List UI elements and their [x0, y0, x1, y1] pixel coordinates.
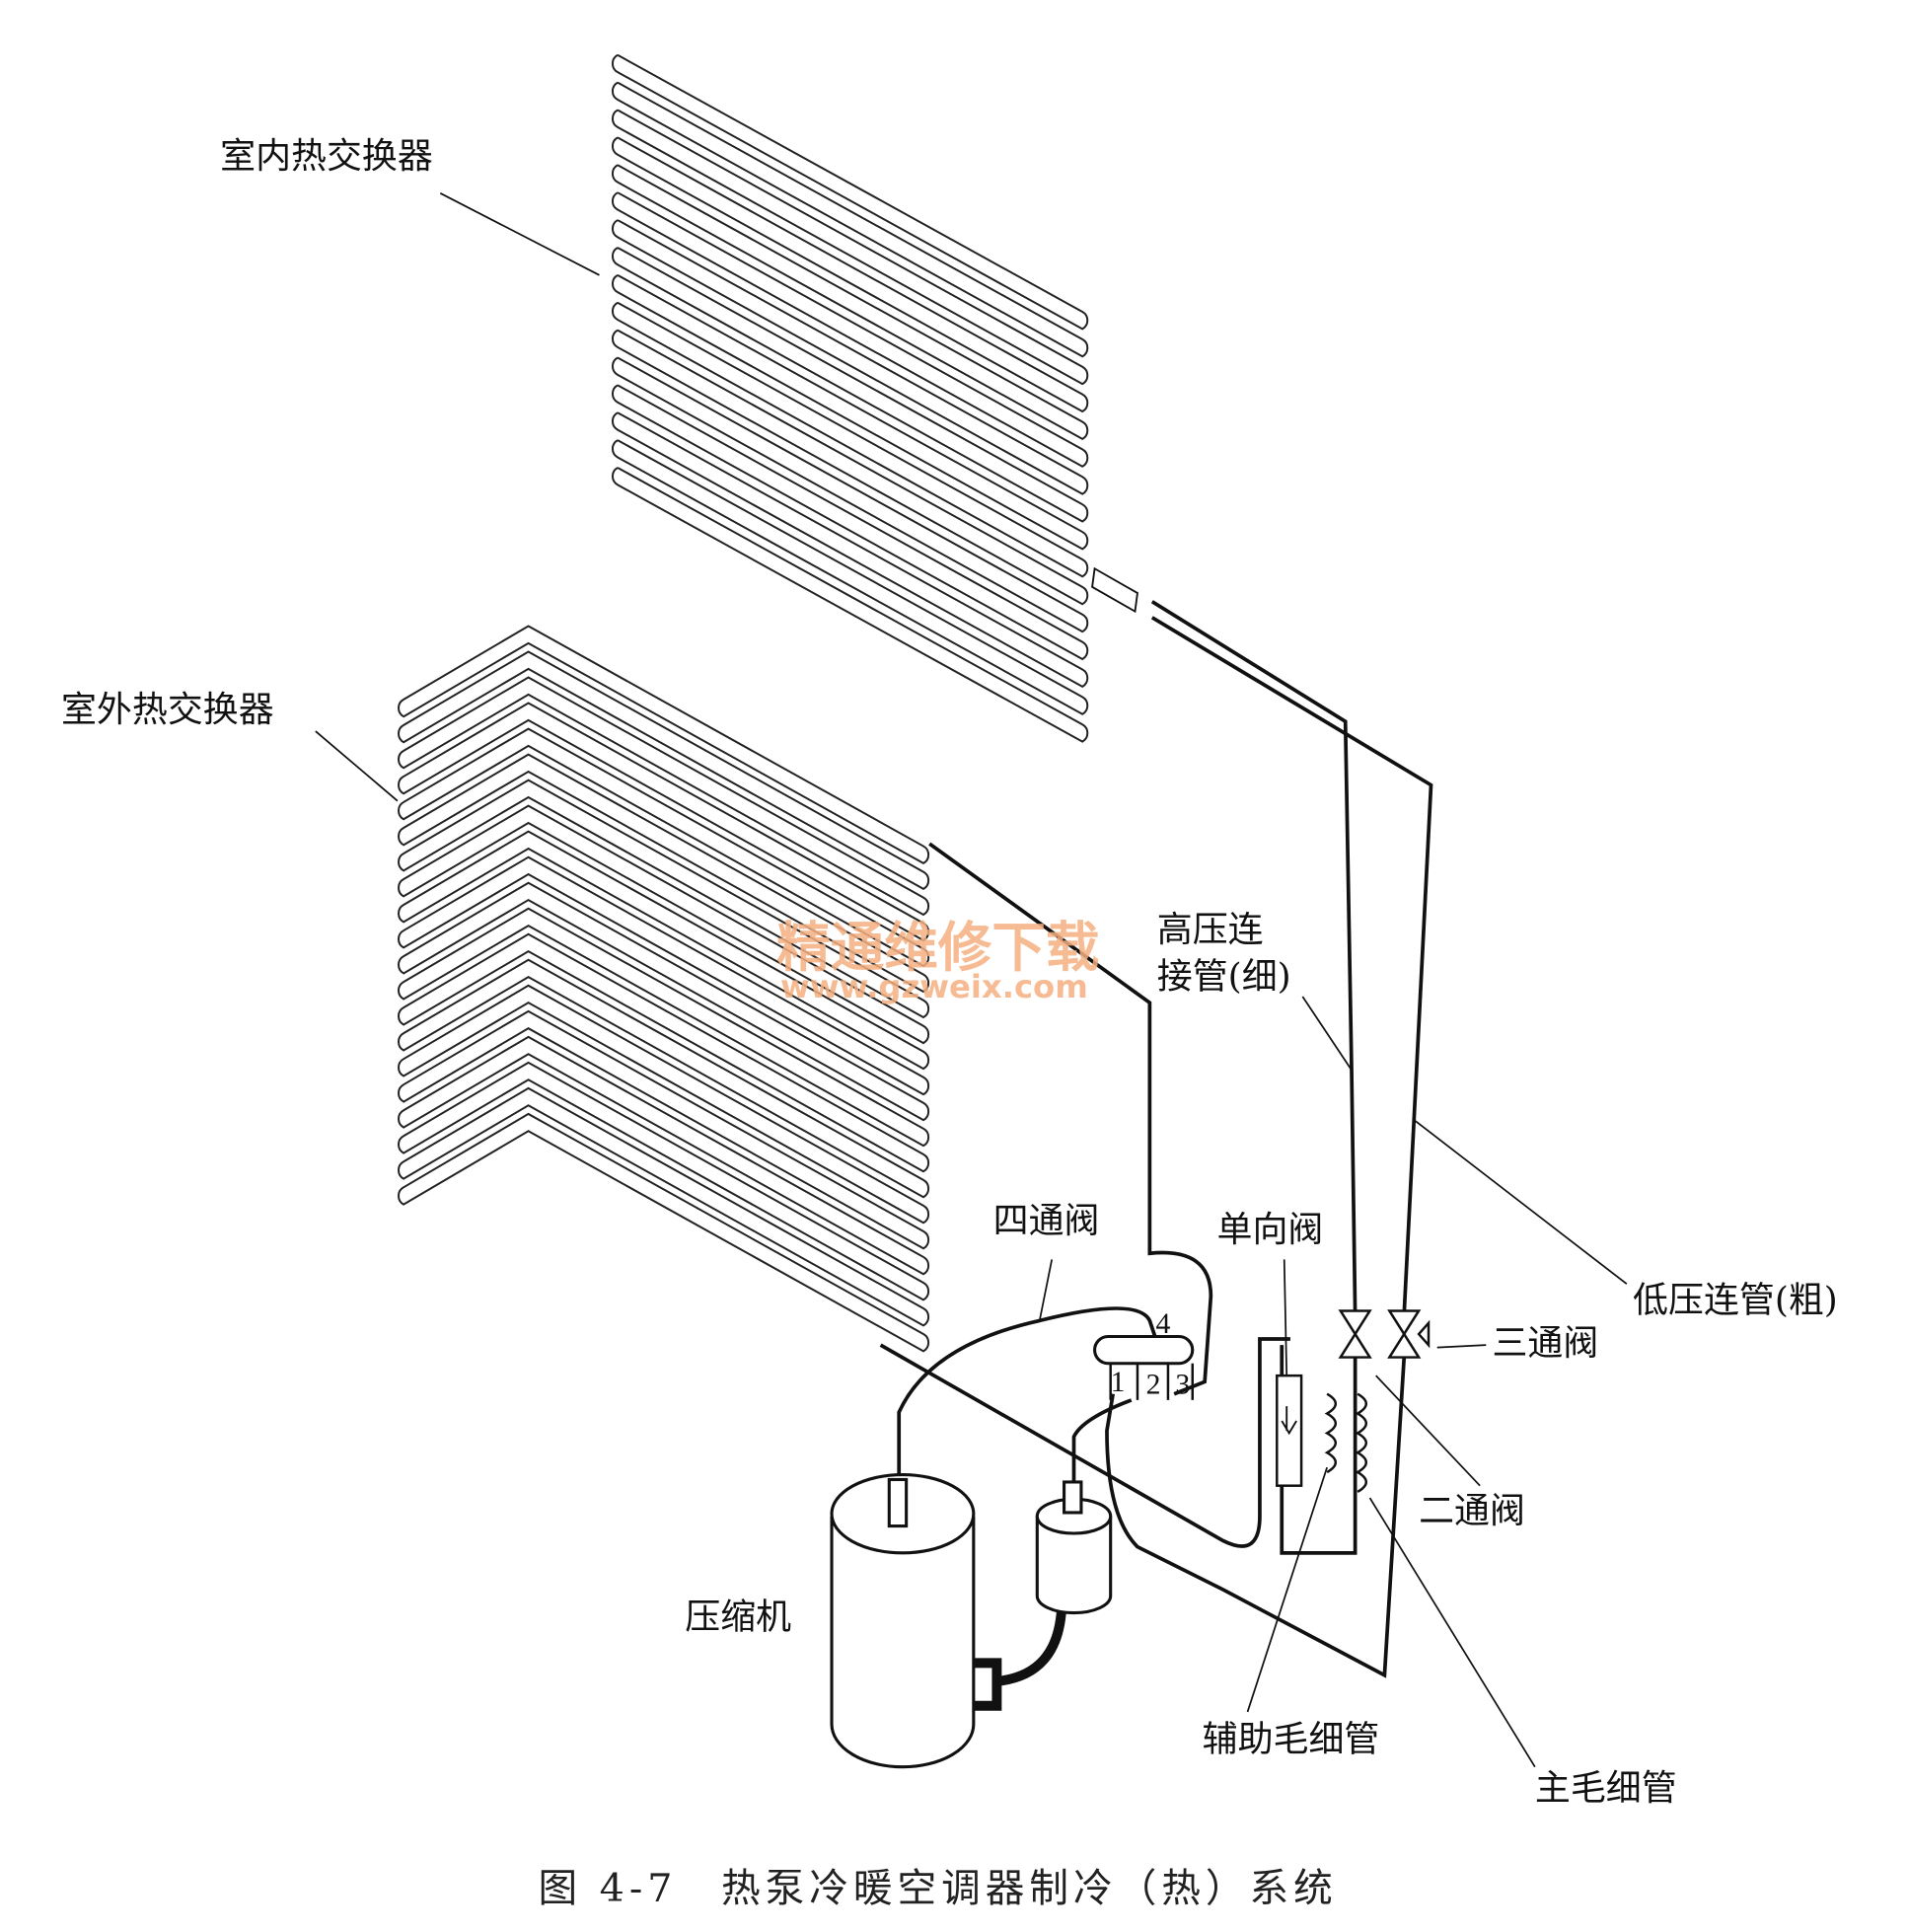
label-check-valve: 单向阀: [1217, 1210, 1324, 1250]
discharge-pipe: [897, 1306, 1158, 1480]
outdoor-bottom-pipe: [879, 1337, 1290, 1548]
indoor-coil-tube: [612, 109, 1089, 386]
indoor-coil-tube: [612, 301, 1089, 578]
outdoor-coil-tube: [398, 1086, 930, 1327]
three-way-valve-icon: [1387, 1309, 1431, 1359]
outdoor-coil-tube: [398, 1061, 930, 1301]
indoor-coil-tube: [612, 439, 1089, 715]
label-three-way-valve: 三通阀: [1492, 1323, 1598, 1364]
outdoor-coil-tube: [398, 881, 930, 1122]
indoor-coil-tube: [612, 247, 1089, 523]
indoor-coil-tube: [612, 191, 1089, 468]
outdoor-coil-tube: [398, 702, 930, 942]
indoor-coil-tube: [612, 53, 1089, 331]
label-high-pressure-pipe-1: 高压连: [1157, 910, 1264, 950]
outdoor-coil-tube: [398, 1035, 930, 1276]
port-2-label: 2: [1146, 1369, 1161, 1401]
indoor-coil-tube: [612, 136, 1089, 413]
label-compressor: 压缩机: [685, 1598, 791, 1638]
two-way-valve-icon: [1338, 1309, 1372, 1359]
indoor-outlet-fitting: [1091, 566, 1138, 614]
label-low-pressure-pipe: 低压连管(粗): [1633, 1281, 1838, 1321]
watermark-title: 精通维修下载: [776, 916, 1099, 979]
label-aux-capillary: 辅助毛细管: [1203, 1720, 1380, 1760]
indoor-coil-tube: [612, 81, 1089, 358]
indoor-coil-tube: [612, 384, 1089, 661]
label-four-way-valve: 四通阀: [993, 1201, 1100, 1241]
indoor-coil-tube: [612, 329, 1089, 606]
piping: [879, 566, 1433, 1678]
leader-lines: [315, 192, 1628, 1768]
high-pressure-pipe: [1150, 600, 1358, 1315]
capillary-coil-icon: [1324, 1392, 1368, 1493]
outdoor-coil-tube: [398, 830, 930, 1071]
outdoor-coil-tube: [398, 625, 930, 865]
outdoor-coil-tube: [398, 1009, 930, 1250]
port-4-label: 4: [1156, 1307, 1171, 1340]
indoor-coil-tube: [612, 164, 1089, 441]
valves: [1276, 1309, 1431, 1493]
label-indoor-heat-exchanger: 室内热交换器: [220, 136, 433, 177]
label-two-way-valve: 二通阀: [1419, 1491, 1525, 1531]
outdoor-coil-tube: [398, 855, 930, 1096]
outdoor-coil-tube: [398, 907, 930, 1148]
port-3-label: 3: [1175, 1369, 1190, 1401]
port-1-label: 1: [1111, 1366, 1126, 1398]
compressor: [830, 1472, 1067, 1769]
outdoor-heat-exchanger-coil: [398, 625, 930, 1353]
outdoor-coil-tube: [398, 1112, 930, 1353]
watermark-url: www.gzweix.com: [780, 968, 1088, 1005]
outdoor-to-four-way-pipe: [928, 842, 1213, 1396]
indoor-coil-tube: [612, 219, 1089, 495]
outdoor-coil-tube: [398, 650, 930, 891]
suction-pipe: [1105, 1357, 1407, 1678]
outdoor-coil-tube: [398, 676, 930, 917]
indoor-coil-tube: [612, 467, 1089, 743]
label-high-pressure-pipe-2: 接管(细): [1157, 956, 1291, 997]
four-way-valve: [1093, 1334, 1195, 1400]
label-outdoor-heat-exchanger: 室外热交换器: [61, 690, 274, 730]
low-pressure-pipe: [1150, 616, 1433, 1315]
indoor-coil-tube: [612, 356, 1089, 633]
outdoor-coil-tube: [398, 753, 930, 994]
outdoor-coil-tube: [398, 932, 930, 1173]
outdoor-coil-tube: [398, 779, 930, 1019]
outdoor-coil-tube: [398, 804, 930, 1045]
accumulator-pipe: [1071, 1398, 1133, 1486]
outdoor-coil-tube: [398, 958, 930, 1199]
figure-caption: 图 4-7 热泵冷暖空调器制冷（热）系统: [538, 1866, 1337, 1911]
label-main-capillary: 主毛细管: [1535, 1768, 1677, 1809]
outdoor-coil-tube: [398, 984, 930, 1225]
outdoor-coil-tube: [398, 727, 930, 968]
indoor-coil-tube: [612, 273, 1089, 551]
indoor-heat-exchanger-coil: [612, 53, 1089, 743]
indoor-coil-tube: [612, 411, 1089, 688]
accumulator: [1035, 1480, 1113, 1615]
